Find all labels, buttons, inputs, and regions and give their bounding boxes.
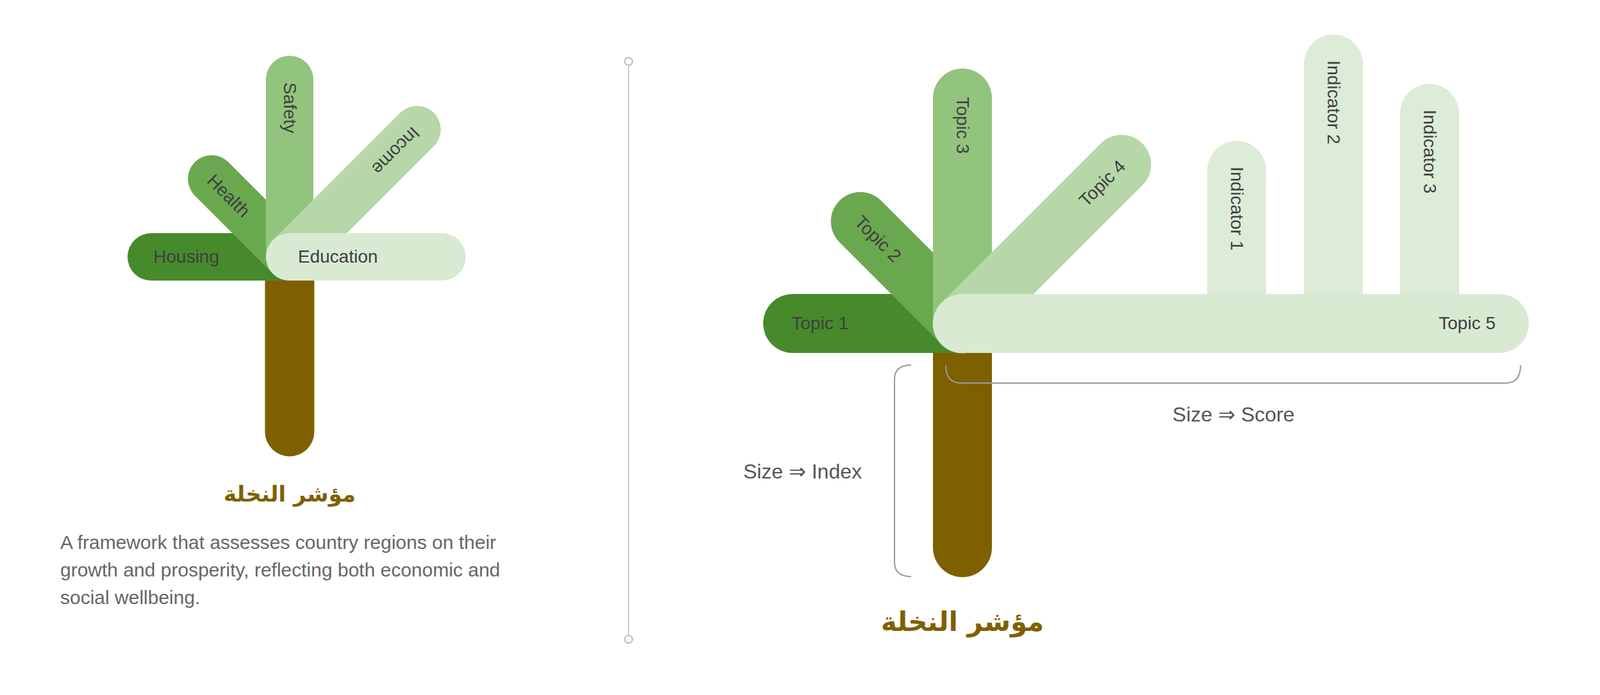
- leaf-outline: [932, 294, 1529, 354]
- divider-end: [624, 635, 633, 644]
- indicator-leaf: Indicator 3: [1400, 83, 1460, 324]
- divider-end: [624, 57, 633, 66]
- leaf-outline: [265, 233, 466, 281]
- leaf-label: Education: [297, 246, 379, 268]
- annotation-label: مؤشر النخلة: [881, 606, 1045, 639]
- index-bracket: [894, 365, 912, 577]
- leaf-label: Housing: [153, 246, 220, 268]
- leaf-label: Topic 3: [951, 96, 974, 154]
- description-text: A framework that assesses country region…: [60, 528, 548, 612]
- leaf-outline: [1400, 83, 1460, 324]
- leaf-label: Indicator 3: [1418, 109, 1441, 194]
- leaf-outline: [1207, 140, 1267, 324]
- palm-trunk: [265, 256, 315, 457]
- indicator-leaf: Indicator 2: [1303, 34, 1363, 324]
- palm-trunk: [932, 323, 992, 578]
- topic-leaf: Topic 5: [932, 294, 1529, 354]
- divider-line: [627, 65, 630, 636]
- score-bracket: [945, 365, 1521, 384]
- annotation-label: Size ⇒ Index: [743, 459, 862, 484]
- leaf-outline: [1303, 34, 1363, 324]
- leaf-label: Safety: [278, 82, 301, 134]
- leaf-label: Indicator 1: [1225, 166, 1248, 251]
- leaf-label: Topic 5: [1438, 312, 1496, 335]
- leaf-label: Topic 1: [791, 312, 849, 335]
- tree-title: مؤشر النخلة: [223, 481, 356, 508]
- annotation-label: Size ⇒ Score: [1172, 402, 1295, 427]
- topic-leaf: Education: [265, 233, 466, 281]
- leaf-label: Indicator 2: [1322, 60, 1345, 145]
